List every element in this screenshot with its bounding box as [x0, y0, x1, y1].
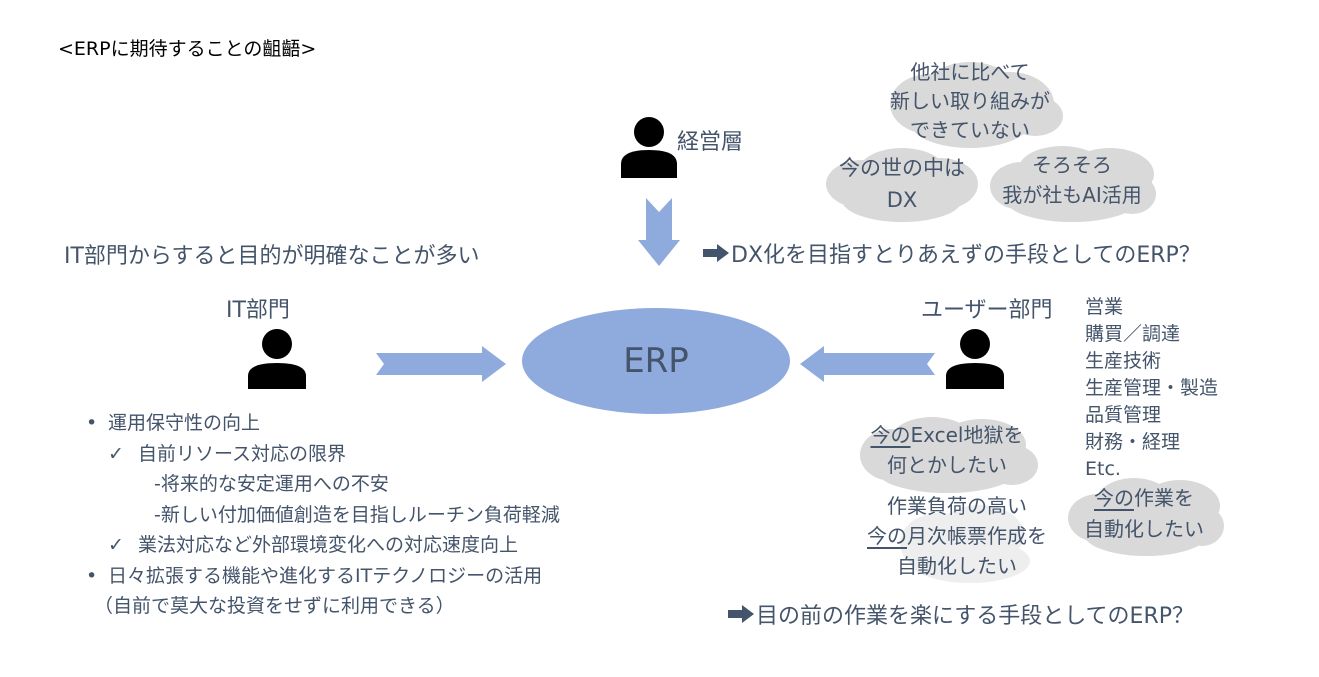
management-label: 経営層 [677, 130, 744, 155]
department-item: 財務・経理 [1085, 431, 1181, 453]
list-item: • 運用保守性の向上 [86, 408, 560, 439]
it-department-label: IT部門 [226, 298, 290, 323]
thought-line: 自動化したい [897, 554, 1017, 578]
thought-line: 作業を [1134, 486, 1194, 510]
thought-cloud: 他社に比べて 新しい取り組みが できていない [870, 56, 1070, 152]
list-item: ✓ 業法対応など外部環境変化への対応速度向上 [86, 530, 560, 561]
users-to-erp-arrow-icon [800, 346, 935, 386]
right-arrow-icon [703, 244, 729, 262]
list-item-text: 日々拡張する機能や進化するITテクノロジーの活用 [108, 564, 543, 587]
thought-line: 何とかしたい [887, 453, 1007, 477]
department-item: 購買／調達 [1085, 323, 1181, 345]
it-points-list: • 運用保守性の向上 ✓ 自前リソース対応の限界 -将来的な安定運用への不安 -新し… [86, 408, 560, 622]
list-item: -将来的な安定運用への不安 [86, 469, 560, 500]
underlined-text: 今の [867, 524, 907, 548]
management-person-icon [620, 116, 678, 178]
thought-line: 他社に比べて [910, 60, 1030, 84]
user-person-icon [945, 328, 1005, 390]
thought-cloud [880, 495, 1060, 585]
management-conclusion-text: DX化を目指すとりあえずの手段としてのERP？ [731, 243, 1201, 268]
thought-line: 我が社もAI活用 [1002, 183, 1142, 207]
list-item: -新しい付加価値創造を目指しルーチン負荷軽減 [86, 500, 560, 531]
thought-cloud: そろそろ 我が社もAI活用 [982, 140, 1162, 224]
list-item: （自前で莫大な投資をせずに利用できる） [86, 591, 560, 622]
underlined-text: 今の [870, 423, 911, 447]
check-icon: ✓ [108, 534, 124, 556]
department-item: 営業 [1085, 296, 1124, 318]
thought-line: Excel地獄を [910, 423, 1024, 447]
erp-label: ERP [623, 341, 689, 381]
user-conclusion: 目の前の作業を楽にする手段としてのERP？ [728, 598, 1194, 630]
thought-cloud: 今の世の中は DX [822, 142, 982, 224]
user-department-label: ユーザー部門 [921, 298, 1053, 323]
underlined-text: 今の [1094, 486, 1134, 510]
user-conclusion-text: 目の前の作業を楽にする手段としてのERP？ [756, 604, 1195, 629]
department-list: 営業 購買／調達 生産技術 生産管理・製造 品質管理 財務・経理 Etc. [1085, 294, 1218, 483]
thought-text: 作業負荷の高い 今の月次帳票作成を 自動化したい [848, 491, 1066, 581]
list-item-text: （自前で莫大な投資をせずに利用できる） [94, 595, 455, 617]
thought-line: そろそろ [1032, 153, 1112, 177]
list-item-text: -新しい付加価値創造を目指しルーチン負荷軽減 [154, 503, 560, 526]
list-item-text: 運用保守性の向上 [108, 412, 261, 434]
slide-title: <ERPに期待することの齟齬> [58, 38, 317, 60]
thought-line: 新しい取り組みが [890, 89, 1050, 113]
erp-ellipse [521, 307, 791, 419]
thought-line: 月次帳票作成を [907, 524, 1047, 548]
check-icon: ✓ [108, 442, 124, 465]
right-arrow-icon [728, 605, 754, 623]
it-to-erp-arrow-icon [376, 346, 506, 386]
it-heading: IT部門からすると目的が明確なことが多い [64, 244, 480, 269]
list-item: • 日々拡張する機能や進化するITテクノロジーの活用 [86, 561, 560, 592]
thought-cloud: 今のExcel地獄を 何とかしたい [852, 413, 1042, 495]
list-item-text: 業法対応など外部環境変化への対応速度向上 [138, 534, 519, 556]
list-item: ✓ 自前リソース対応の限界 [86, 439, 560, 470]
list-item-text: -将来的な安定運用への不安 [154, 473, 389, 495]
thought-line: 作業負荷の高い [887, 494, 1027, 518]
department-item: 生産管理・製造 [1085, 377, 1219, 399]
department-item: Etc. [1085, 458, 1121, 480]
it-person-icon [247, 328, 307, 390]
management-conclusion: DX化を目指すとりあえずの手段としてのERP？ [703, 237, 1201, 269]
thought-line: 自動化したい [1084, 517, 1204, 541]
thought-line: できていない [910, 118, 1030, 142]
bullet-marker: • [86, 412, 98, 434]
thought-line: DX [886, 188, 918, 212]
department-item: 品質管理 [1085, 404, 1162, 426]
thought-line: 今の世の中は [839, 156, 965, 180]
department-item: 生産技術 [1085, 350, 1162, 372]
down-arrow-icon [638, 198, 680, 270]
bullet-marker: • [86, 564, 98, 587]
list-item-text: 自前リソース対応の限界 [138, 442, 347, 465]
thought-cloud: 今の作業を 自動化したい [1062, 474, 1226, 558]
